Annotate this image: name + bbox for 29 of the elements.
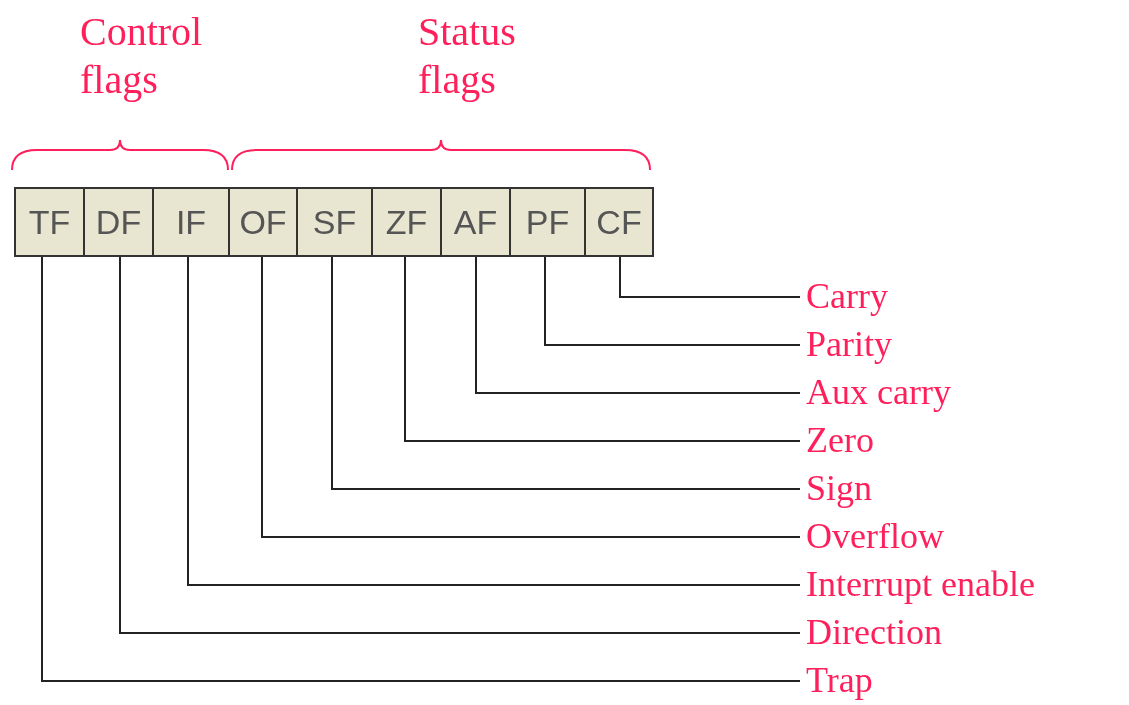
leader-line bbox=[544, 256, 801, 346]
flag-name: Interrupt enable bbox=[800, 563, 1035, 607]
flag-bit-cell: TF bbox=[14, 187, 85, 257]
group-heading: Status flags bbox=[418, 8, 517, 104]
flag-bit-cell: SF bbox=[296, 187, 373, 257]
flag-bit-cell: IF bbox=[152, 187, 230, 257]
flag-name: Aux carry bbox=[800, 371, 951, 415]
flag-bit-cell: ZF bbox=[371, 187, 442, 257]
leader-line bbox=[475, 256, 801, 394]
group-heading: Control flags bbox=[80, 8, 204, 104]
leader-line bbox=[261, 256, 801, 538]
leader-line bbox=[119, 256, 801, 634]
flag-name: Parity bbox=[800, 323, 892, 367]
leader-line bbox=[404, 256, 801, 442]
flag-bit-cell: AF bbox=[440, 187, 511, 257]
flag-name: Sign bbox=[800, 467, 873, 511]
flag-name: Zero bbox=[800, 419, 874, 463]
leader-line bbox=[187, 256, 801, 586]
flag-bit-cell: OF bbox=[228, 187, 298, 257]
leader-line bbox=[41, 256, 801, 682]
flag-bit-cell: PF bbox=[509, 187, 586, 257]
flag-name: Trap bbox=[800, 659, 873, 703]
flag-name: Overflow bbox=[800, 515, 944, 559]
flag-name: Direction bbox=[800, 611, 942, 655]
flag-bit-cell: DF bbox=[83, 187, 154, 257]
leader-line bbox=[331, 256, 801, 490]
flag-name: Carry bbox=[800, 275, 888, 319]
flag-bit-cell: CF bbox=[584, 187, 654, 257]
leader-line bbox=[619, 256, 801, 298]
